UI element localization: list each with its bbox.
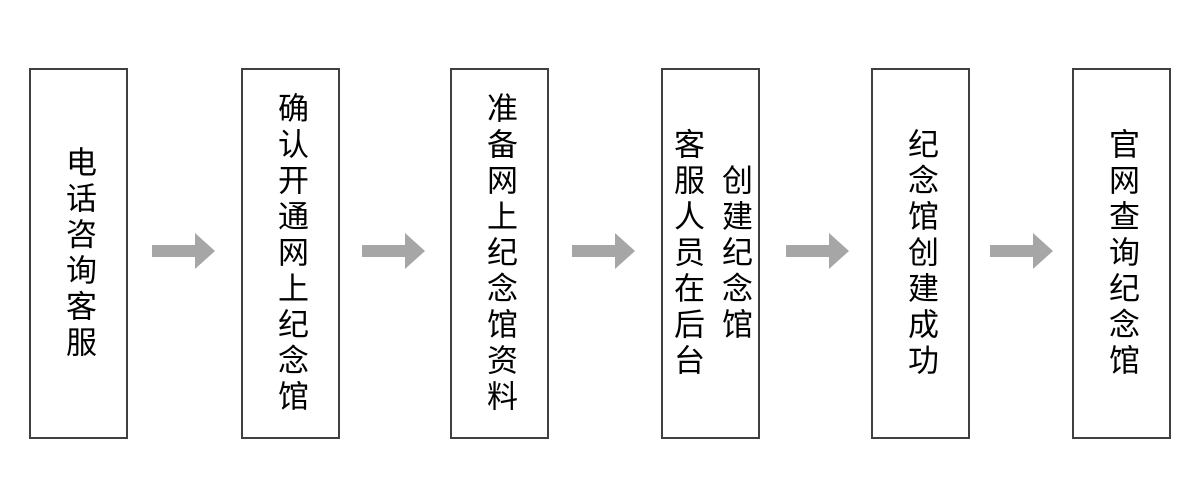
arrow-right-icon [572, 233, 635, 269]
arrow-shape [362, 233, 425, 269]
step-label: 官网查询纪念馆 [1104, 127, 1139, 380]
step-label-line-2: 创建纪念馆 [717, 163, 752, 344]
step-label: 准备网上纪念馆资料 [482, 91, 517, 416]
arrow-right-icon [362, 233, 425, 269]
flow-step-staff-create-backend: 客服人员在后台 创建纪念馆 [661, 68, 760, 439]
flow-step-query-official-site: 官网查询纪念馆 [1072, 68, 1171, 439]
arrow-shape [152, 233, 215, 269]
step-label-line-1: 客服人员在后台 [669, 127, 704, 380]
arrow-right-icon [786, 233, 849, 269]
arrow-shape [786, 233, 849, 269]
arrow-shape [572, 233, 635, 269]
arrow-right-icon [152, 233, 215, 269]
flow-step-confirm-open: 确认开通网上纪念馆 [241, 68, 340, 439]
step-label: 确认开通网上纪念馆 [273, 91, 308, 416]
flow-step-phone-consult: 电话咨询客服 [29, 68, 128, 439]
flow-step-prepare-materials: 准备网上纪念馆资料 [450, 68, 549, 439]
step-label: 纪念馆创建成功 [903, 127, 938, 380]
step-label: 电话咨询客服 [61, 145, 96, 362]
arrow-right-icon [990, 233, 1053, 269]
flow-step-create-success: 纪念馆创建成功 [871, 68, 970, 439]
arrow-shape [990, 233, 1053, 269]
